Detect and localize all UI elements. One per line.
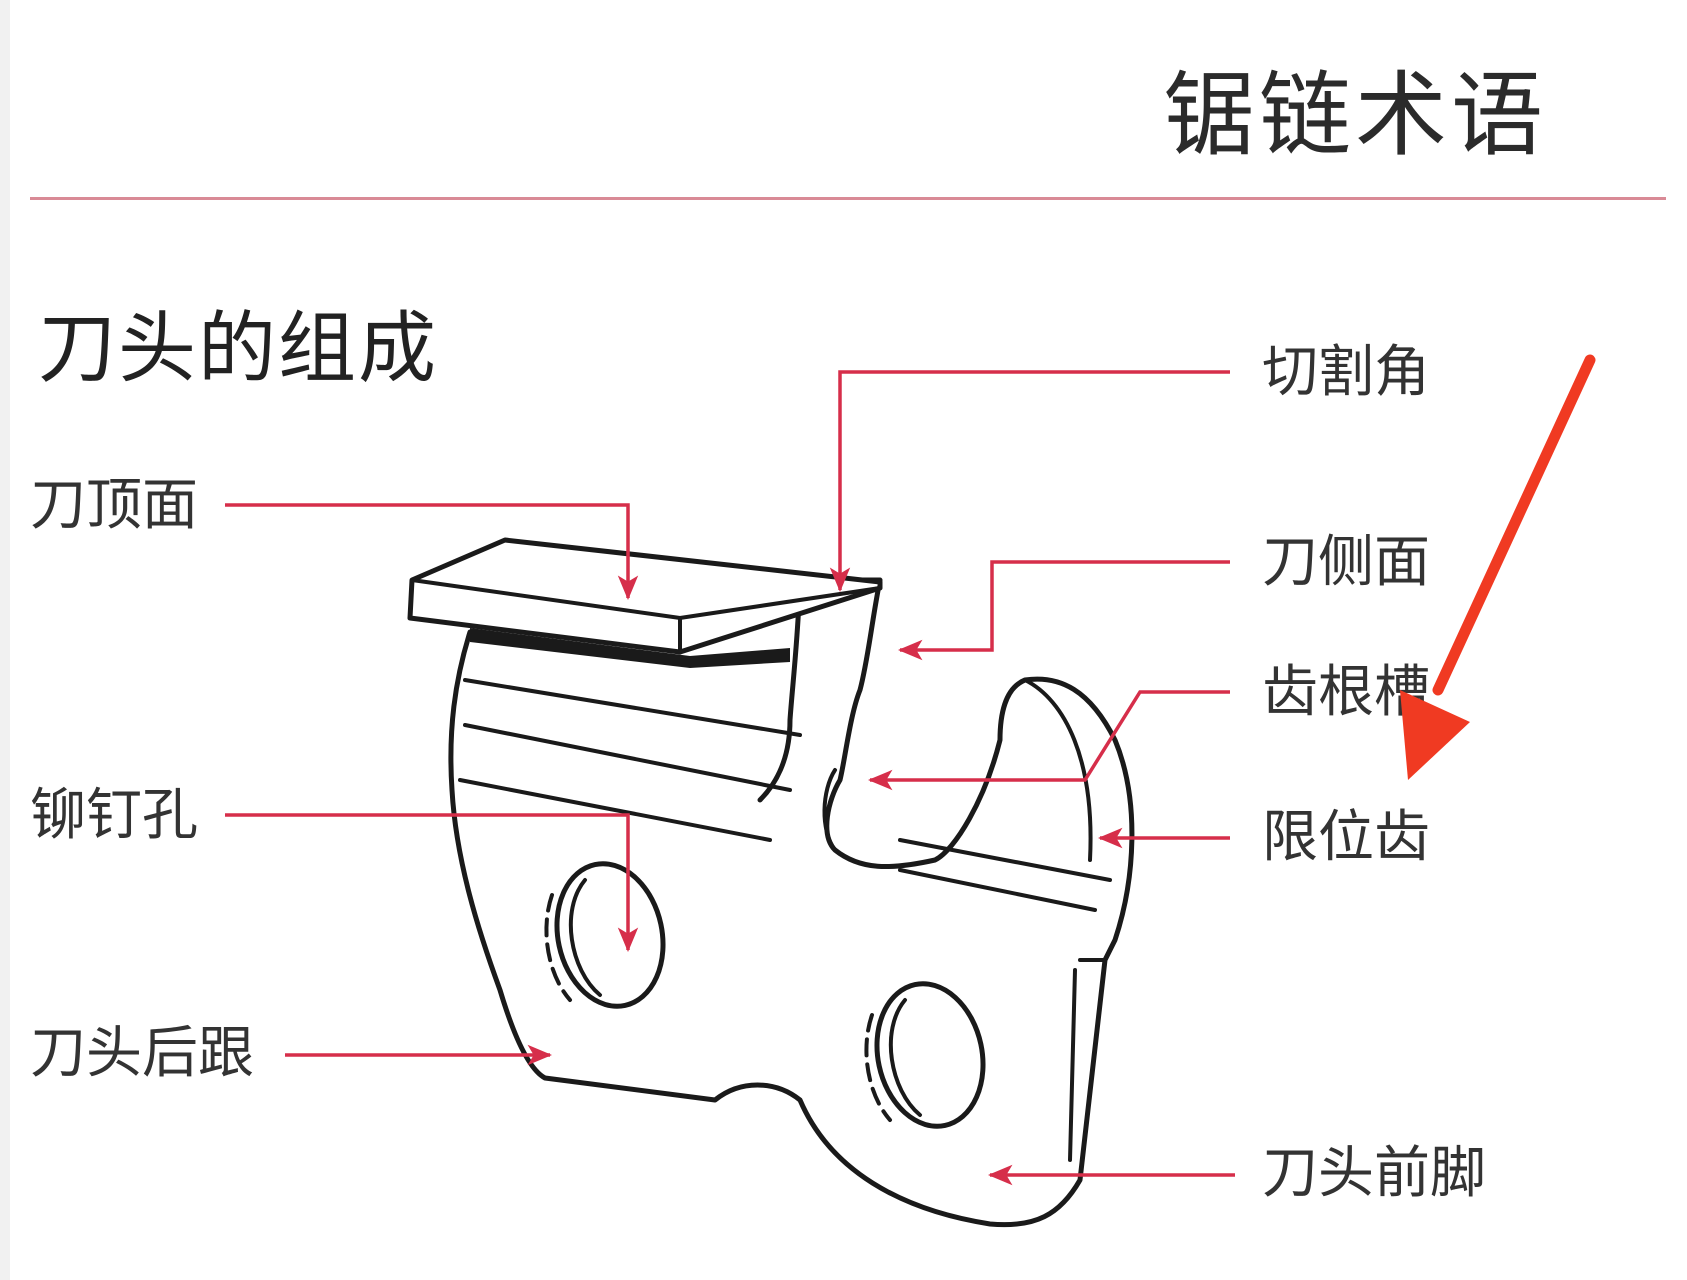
- cutter-detail-lines: [410, 578, 1112, 1182]
- rivet-hole-rear-inner: [568, 878, 602, 997]
- leader-rivet-hole: [225, 813, 639, 953]
- side-plate-line-1: [463, 678, 802, 737]
- label-heel: 刀头后跟: [30, 1021, 254, 1086]
- title-divider: [30, 197, 1666, 200]
- depth-gauge-inner: [1023, 678, 1093, 862]
- section-title: 刀头的组成: [38, 304, 439, 394]
- page-title: 锯链术语: [1162, 62, 1547, 169]
- label-top-plate: 刀顶面: [30, 473, 198, 538]
- toe-facet-inner: [1068, 968, 1077, 1162]
- annotation-arrow-icon: [1400, 354, 1596, 780]
- side-plate-line-2: [463, 723, 792, 792]
- label-side-plate: 刀侧面: [1262, 530, 1430, 595]
- leader-lines: [225, 370, 1235, 1186]
- label-depth-gauge: 限位齿: [1262, 805, 1430, 870]
- side-plate-line-3: [458, 778, 772, 842]
- rivet-hole-front-inner: [888, 998, 922, 1117]
- cutter-outline: [448, 577, 1135, 1228]
- label-rivet-hole: 铆钉孔: [30, 783, 198, 848]
- cutter-body: [407, 537, 1135, 1228]
- rivet-hole-front-dash: [864, 1013, 892, 1122]
- label-cutting-angle: 切割角: [1262, 340, 1430, 405]
- leader-gullet: [867, 690, 1230, 791]
- side-plate-line-5: [898, 838, 1112, 882]
- left-edge-strip: [0, 0, 10, 1280]
- side-plate-line-4: [898, 868, 1097, 912]
- leader-side-plate: [897, 560, 1230, 661]
- top-plate-underside: [470, 628, 790, 668]
- leader-cutting-angle: [829, 370, 1230, 593]
- toe-facet: [1078, 958, 1108, 1182]
- gullet-inner: [822, 768, 837, 852]
- leader-top-plate: [225, 503, 639, 601]
- label-toe: 刀头前脚: [1262, 1141, 1486, 1206]
- rivet-hole-rear-dash: [544, 893, 572, 1002]
